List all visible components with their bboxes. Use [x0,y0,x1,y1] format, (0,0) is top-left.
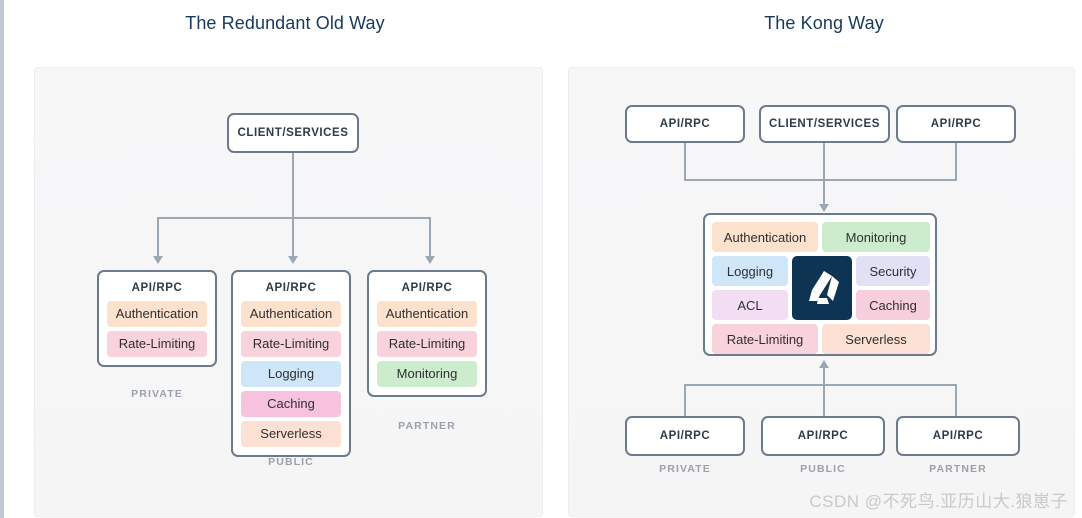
right-top-stub-left [684,143,686,180]
left-panel-title: The Redundant Old Way [185,13,385,33]
right-bottom-api-rpc-partner-label: API/RPC [932,430,984,442]
right-bottom-api-rpc-private-label: API/RPC [659,430,711,442]
plugin-rate-limiting[interactable]: Rate-Limiting [377,331,477,357]
plugin-caching[interactable]: Caching [241,391,341,417]
left-api-card-partner-title: API/RPC [401,282,453,294]
right-zone-label-partner: PARTNER [929,463,987,475]
panel-kong-way: The Kong Way API/RPC CLIENT/SERVICES API… [566,0,1082,518]
left-api-card-partner[interactable]: API/RPC Authentication Rate-Limiting Mon… [367,270,487,397]
kong-plugin-logging[interactable]: Logging [712,256,788,286]
kong-gateway-box[interactable]: Authentication Monitoring Logging Securi… [703,213,937,356]
left-api-card-private[interactable]: API/RPC Authentication Rate-Limiting [97,270,217,367]
right-top-trunk-line [823,143,825,211]
right-zone-label-public: PUBLIC [800,463,846,475]
left-arrow-2 [288,256,298,264]
left-api-card-public-title: API/RPC [265,282,317,294]
left-client-services-label: CLIENT/SERVICES [237,127,349,139]
left-diagram-canvas: CLIENT/SERVICES API/RPC Authentication R… [34,67,543,517]
right-bottom-arrow [819,360,829,368]
right-zone-label-private: PRIVATE [659,463,711,475]
kong-plugin-caching[interactable]: Caching [856,290,930,320]
left-drop-line-3 [429,217,431,257]
kong-plugin-rate-limiting[interactable]: Rate-Limiting [712,324,818,354]
right-top-client-services[interactable]: CLIENT/SERVICES [759,105,890,143]
plugin-rate-limiting[interactable]: Rate-Limiting [107,331,207,357]
right-bottom-bus-line [684,384,957,386]
right-bottom-stub-right [955,384,957,416]
left-drop-line-2 [292,217,294,257]
kong-ape-icon [809,271,839,304]
left-zone-label-private: PRIVATE [131,388,183,400]
left-arrow-1 [153,256,163,264]
panel-redundant-old-way: The Redundant Old Way CLIENT/SERVICES AP… [6,0,564,518]
right-bottom-api-rpc-private[interactable]: API/RPC [625,416,745,456]
right-top-stub-right [955,143,957,180]
kong-plugin-authentication[interactable]: Authentication [712,222,818,252]
plugin-serverless[interactable]: Serverless [241,421,341,447]
right-bottom-api-rpc-partner[interactable]: API/RPC [896,416,1020,456]
kong-plugin-acl[interactable]: ACL [712,290,788,320]
right-top-api-rpc-left-label: API/RPC [659,118,711,130]
kong-plugin-monitoring[interactable]: Monitoring [822,222,930,252]
right-bottom-api-rpc-public[interactable]: API/RPC [761,416,885,456]
right-top-bus-line [684,179,957,181]
right-top-api-rpc-left[interactable]: API/RPC [625,105,745,143]
right-top-api-rpc-right-label: API/RPC [930,118,982,130]
plugin-authentication[interactable]: Authentication [241,301,341,327]
kong-plugin-serverless[interactable]: Serverless [822,324,930,354]
plugin-authentication[interactable]: Authentication [377,301,477,327]
left-client-services-box[interactable]: CLIENT/SERVICES [227,113,359,153]
right-bottom-trunk-line [823,368,825,416]
left-arrow-3 [425,256,435,264]
plugin-rate-limiting[interactable]: Rate-Limiting [241,331,341,357]
plugin-logging[interactable]: Logging [241,361,341,387]
right-panel-title: The Kong Way [764,13,884,33]
plugin-monitoring[interactable]: Monitoring [377,361,477,387]
left-zone-label-public: PUBLIC [268,456,314,468]
right-top-api-rpc-right[interactable]: API/RPC [896,105,1016,143]
left-api-card-private-title: API/RPC [131,282,183,294]
kong-logo [792,256,852,320]
left-trunk-line [292,153,294,218]
left-zone-label-partner: PARTNER [398,420,456,432]
right-bottom-stub-left [684,384,686,416]
csdn-watermark: CSDN @不死鸟.亚历山大.狼崽子 [809,492,1068,511]
right-diagram-canvas: API/RPC CLIENT/SERVICES API/RPC Authenti… [568,67,1075,517]
left-api-card-public[interactable]: API/RPC Authentication Rate-Limiting Log… [231,270,351,457]
kong-plugin-security[interactable]: Security [856,256,930,286]
right-bottom-api-rpc-public-label: API/RPC [797,430,849,442]
right-top-client-services-label: CLIENT/SERVICES [769,118,880,130]
left-gutter [0,0,4,518]
right-top-arrow [819,204,829,212]
plugin-authentication[interactable]: Authentication [107,301,207,327]
left-drop-line-1 [157,217,159,257]
